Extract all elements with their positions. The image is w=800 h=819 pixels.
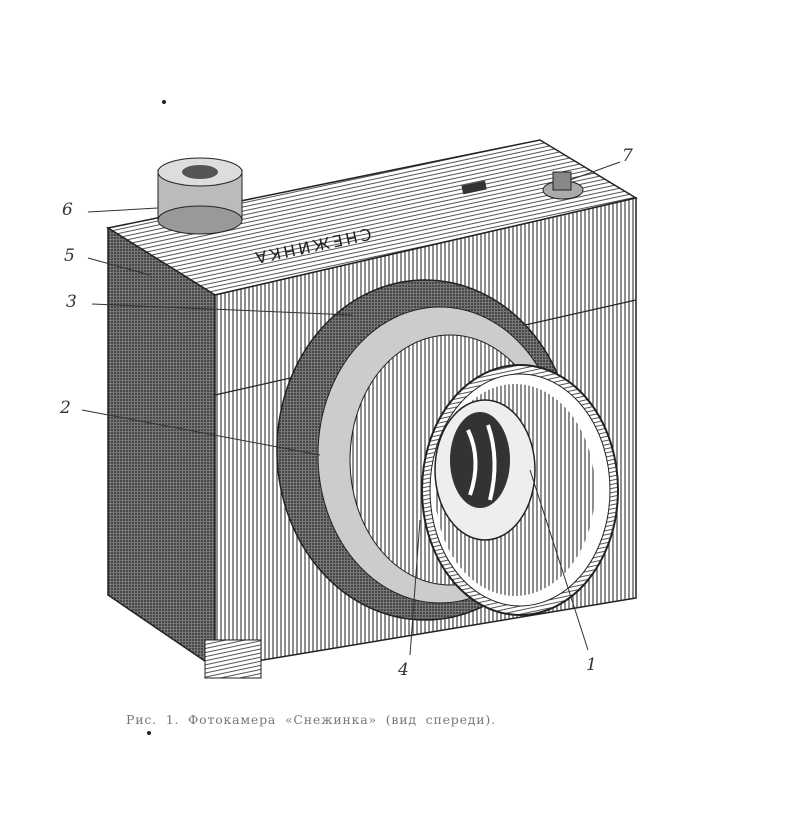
callout-2: 2 bbox=[60, 398, 71, 418]
speck bbox=[147, 731, 151, 735]
speck bbox=[162, 100, 166, 104]
tripod-screw bbox=[204, 639, 262, 679]
callout-3: 3 bbox=[66, 292, 77, 312]
callout-7: 7 bbox=[622, 146, 633, 166]
callout-4: 4 bbox=[398, 660, 409, 680]
shutter-release bbox=[542, 171, 584, 200]
callout-5: 5 bbox=[64, 246, 75, 266]
figure-caption: Рис. 1. Фотокамера «Снежинка» (вид спере… bbox=[126, 712, 496, 727]
lens bbox=[276, 279, 619, 621]
callout-1: 1 bbox=[586, 655, 597, 675]
camera-left-face bbox=[107, 226, 216, 670]
callout-6: 6 bbox=[62, 200, 73, 220]
rewind-knob bbox=[157, 157, 243, 235]
